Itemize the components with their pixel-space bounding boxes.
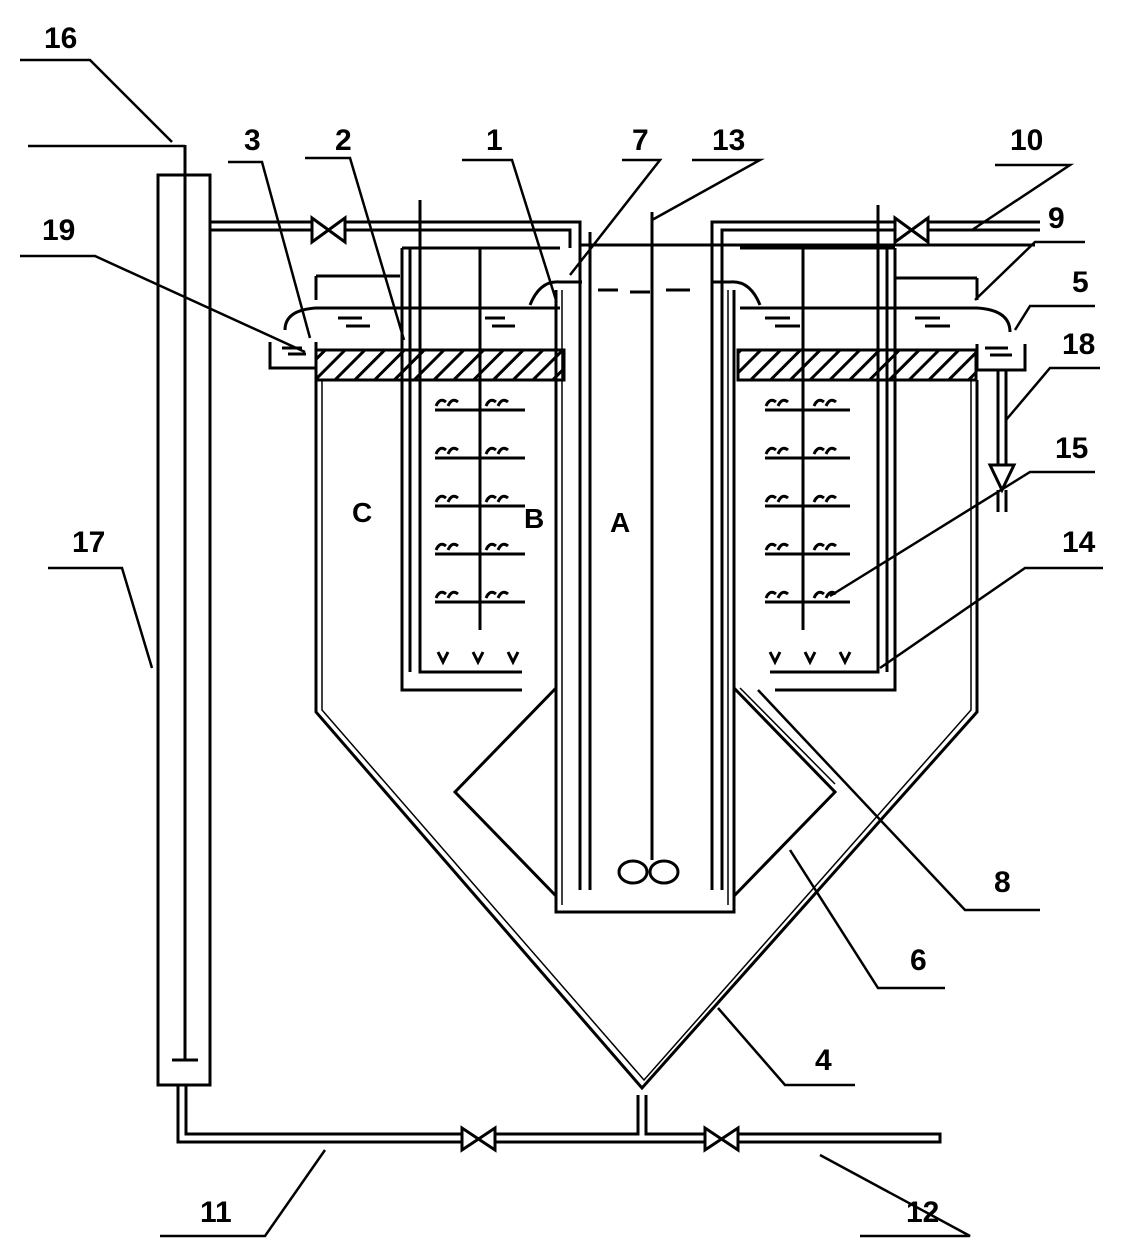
external-column bbox=[156, 145, 212, 1087]
label-12: 12 bbox=[906, 1196, 939, 1229]
valve-bottom-left bbox=[460, 1125, 497, 1153]
label-15: 15 bbox=[1055, 432, 1088, 465]
label-14: 14 bbox=[1062, 526, 1096, 559]
left-aerator-rows bbox=[434, 398, 525, 666]
valve-top-left bbox=[310, 215, 347, 245]
label-19: 19 bbox=[42, 214, 75, 247]
central-draft-tube bbox=[528, 232, 762, 914]
diamond-baffle bbox=[452, 686, 838, 898]
right-aerator-rows bbox=[764, 398, 852, 666]
label-13: 13 bbox=[712, 124, 745, 157]
left-hatched-layer bbox=[314, 348, 566, 382]
label-6: 6 bbox=[910, 944, 927, 977]
label-9: 9 bbox=[1048, 202, 1065, 235]
right-drain-pipe bbox=[987, 370, 1017, 512]
label-11: 11 bbox=[200, 1196, 232, 1229]
label-5: 5 bbox=[1072, 266, 1089, 299]
label-1: 1 bbox=[486, 124, 503, 157]
label-18: 18 bbox=[1062, 328, 1095, 361]
zone-label-b: B bbox=[524, 503, 544, 534]
stirrer bbox=[617, 212, 680, 885]
label-8: 8 bbox=[994, 866, 1011, 899]
label-16: 16 bbox=[44, 22, 77, 55]
bottom-pipes bbox=[176, 1085, 942, 1144]
label-2: 2 bbox=[335, 124, 352, 157]
label-7: 7 bbox=[632, 124, 649, 157]
label-3: 3 bbox=[244, 124, 261, 157]
left-aeration-column bbox=[400, 200, 560, 692]
valve-top-right bbox=[893, 215, 930, 245]
water-surface-marks bbox=[282, 288, 1012, 357]
right-hatched-layer bbox=[736, 348, 978, 382]
label-10: 10 bbox=[1010, 124, 1043, 157]
label-17: 17 bbox=[72, 526, 105, 559]
valve-bottom-right bbox=[703, 1125, 740, 1153]
top-left-pipe bbox=[210, 220, 1035, 248]
zone-label-a: A bbox=[610, 507, 630, 538]
right-aeration-column bbox=[740, 205, 897, 692]
zone-label-c: C bbox=[352, 497, 372, 528]
leader-lines bbox=[20, 58, 1103, 1238]
top-right-pipe bbox=[710, 220, 1040, 240]
label-4: 4 bbox=[815, 1044, 832, 1077]
